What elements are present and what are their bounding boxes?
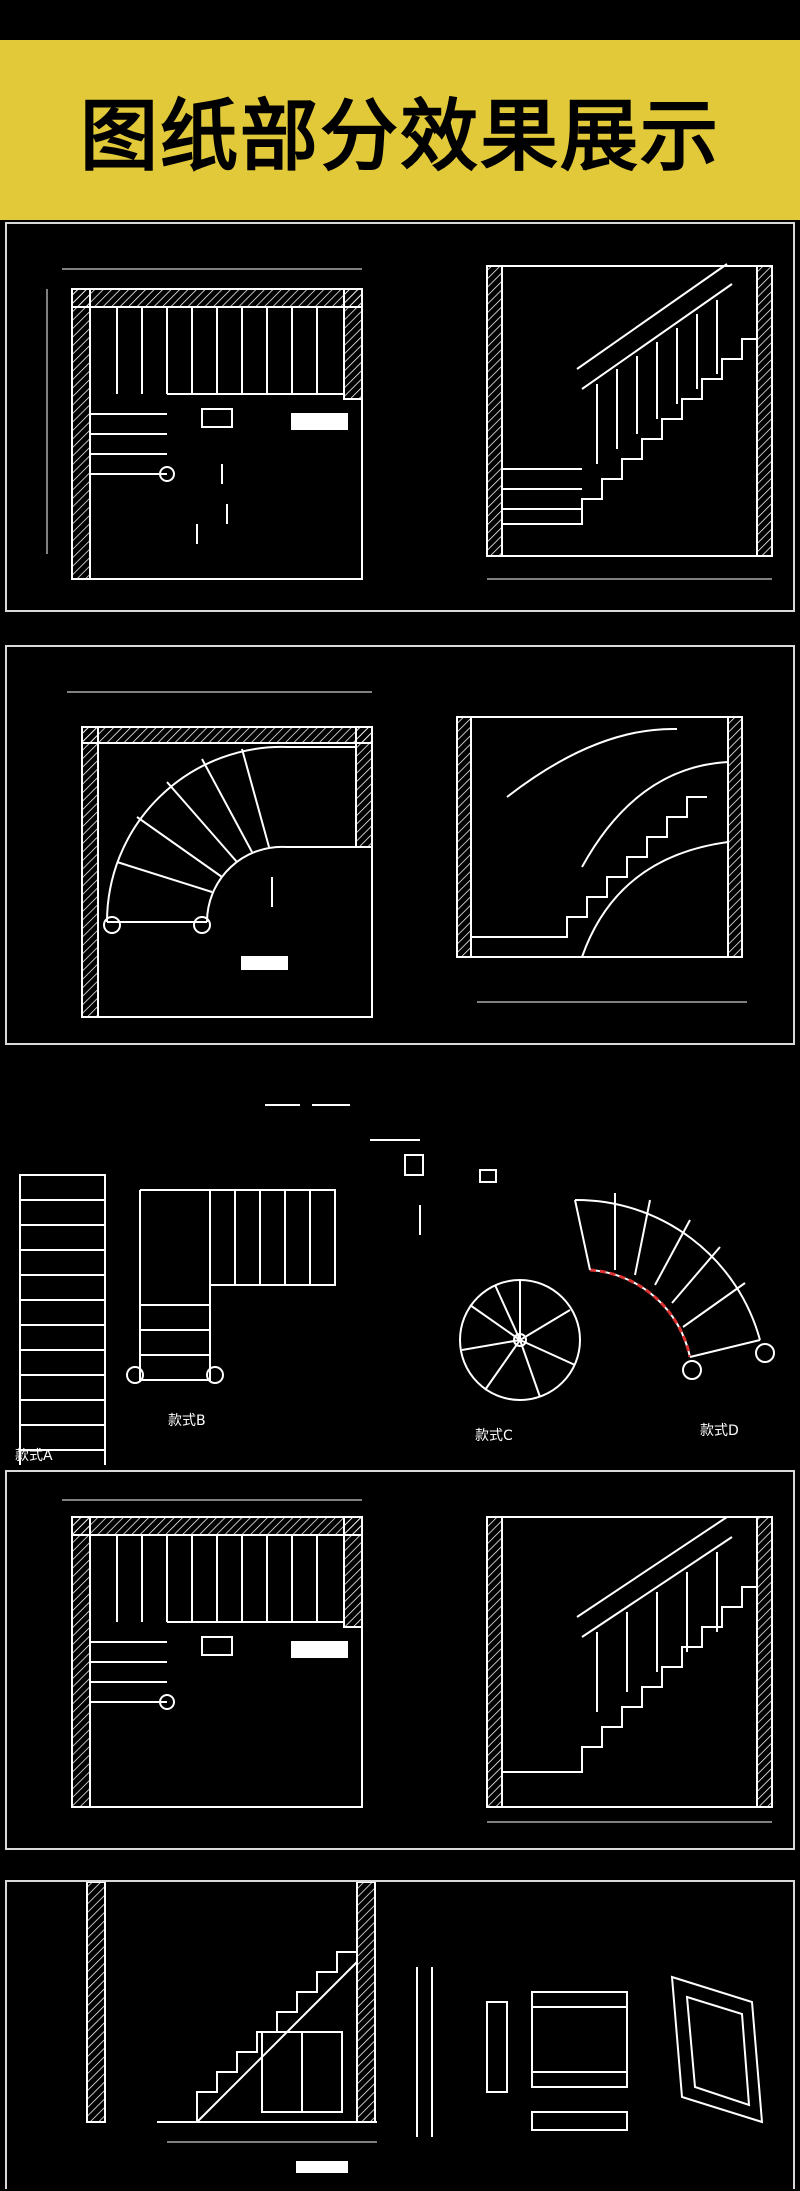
cad-panel-5	[5, 1880, 795, 2189]
cad-panel-4	[5, 1470, 795, 1850]
stair-drawing-curved	[67, 691, 747, 1018]
title-banner: 图纸部分效果展示	[0, 0, 800, 220]
style-a-label: 款式A	[15, 1448, 53, 1464]
cad-panel-2	[5, 645, 795, 1045]
style-b-label: 款式B	[168, 1413, 206, 1429]
stair-styles-sheet: 款式A 款式B 款式C 款式D	[13, 1104, 775, 1484]
stair-drawing-straight-l-2	[62, 1499, 773, 1823]
stair-drawing-storage	[86, 1881, 764, 2173]
style-d-label: 款式D	[700, 1423, 739, 1439]
title-banner-bar: 图纸部分效果展示	[0, 40, 800, 220]
cad-panel-1	[5, 222, 795, 612]
style-c-label: 款式C	[475, 1428, 513, 1444]
stair-drawing-straight-l	[46, 263, 773, 580]
banner-title: 图纸部分效果展示	[79, 92, 720, 182]
cad-panel-3: 款式A 款式B 款式C 款式D	[0, 1075, 800, 1484]
